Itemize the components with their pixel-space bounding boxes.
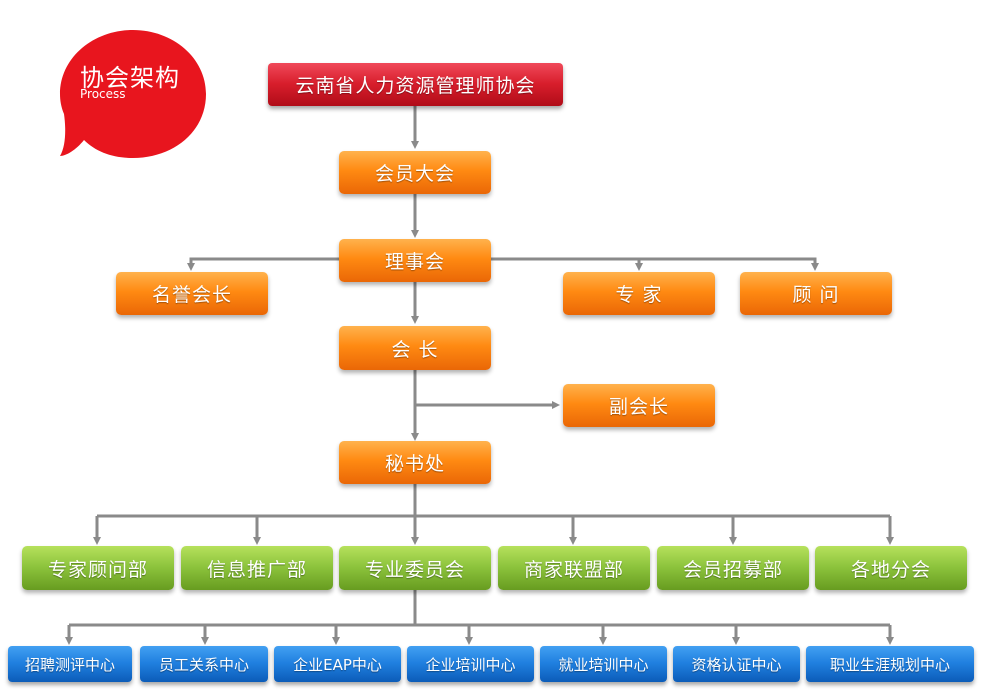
badge-title: 协会架构	[80, 64, 180, 92]
association-node: 云南省人力资源管理师协会	[268, 63, 563, 106]
department-node: 信息推广部	[181, 546, 333, 590]
council-node: 理事会	[339, 239, 491, 282]
center-node: 员工关系中心	[140, 646, 268, 682]
general-assembly-node: 会员大会	[339, 151, 491, 194]
vice-president-node: 副会长	[563, 384, 715, 427]
connector-council-left	[187, 257, 339, 271]
honorary-president-node: 名誉会长	[116, 272, 268, 315]
center-node: 招聘测评中心	[8, 646, 132, 682]
secretariat-node: 秘书处	[339, 441, 491, 484]
advisors-node: 顾 问	[740, 272, 892, 315]
department-node: 专业委员会	[339, 546, 491, 590]
president-node: 会 长	[339, 326, 491, 370]
department-node: 各地分会	[815, 546, 967, 590]
department-node: 专家顾问部	[22, 546, 174, 590]
center-node: 企业EAP中心	[274, 646, 401, 682]
badge-subtitle: Process	[80, 87, 126, 101]
center-node: 职业生涯规划中心	[806, 646, 974, 682]
center-node: 资格认证中心	[673, 646, 800, 682]
structure-badge	[60, 30, 206, 158]
center-node: 就业培训中心	[540, 646, 667, 682]
department-node: 商家联盟部	[498, 546, 650, 590]
experts-node: 专 家	[563, 272, 715, 315]
center-node: 企业培训中心	[407, 646, 534, 682]
department-node: 会员招募部	[657, 546, 809, 590]
connector-council-right	[491, 257, 819, 271]
